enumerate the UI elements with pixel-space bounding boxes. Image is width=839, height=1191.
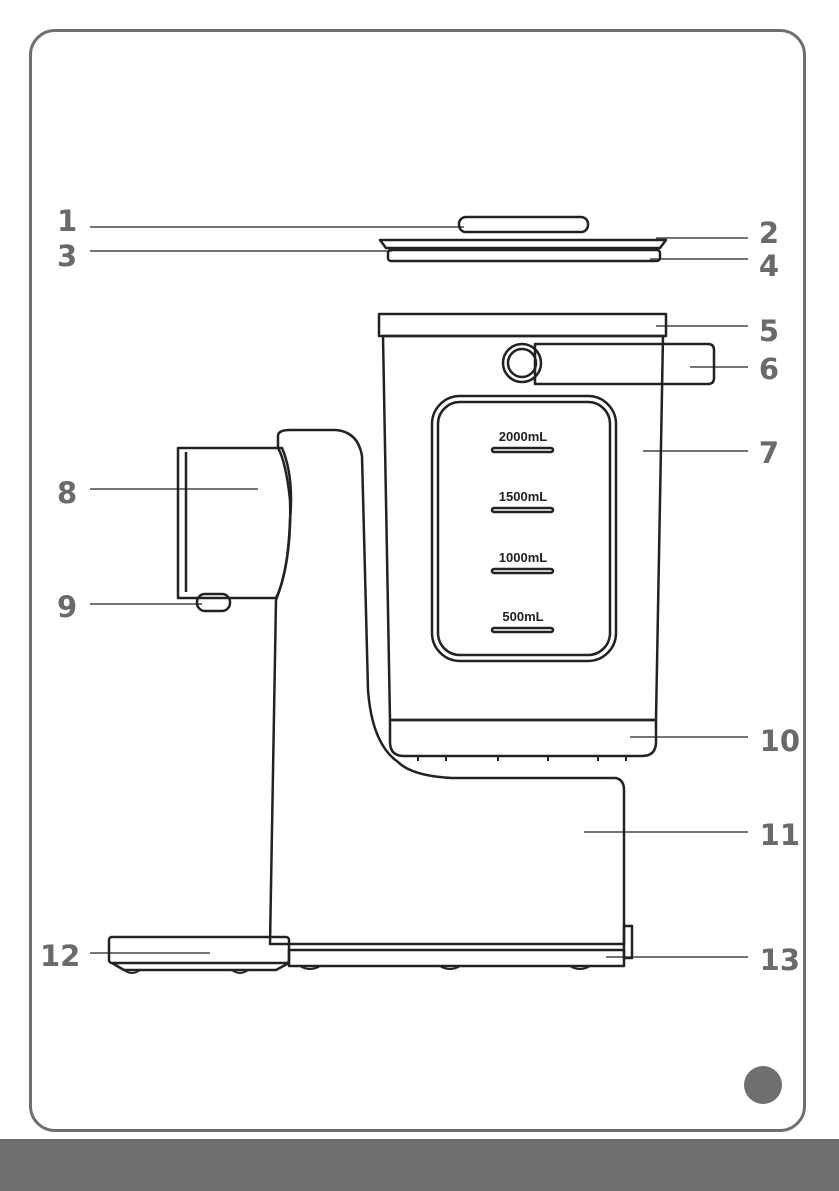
measurement-tick-2000mL	[492, 448, 553, 452]
drip-tray	[109, 937, 289, 963]
measurement-tick-1000mL	[492, 569, 553, 573]
callout-number-6: 6	[759, 352, 779, 386]
measurement-label-2000mL: 2000mL	[499, 429, 547, 444]
callout-number-11: 11	[760, 818, 800, 852]
handle-button-inner	[508, 349, 536, 377]
jug-handle	[535, 344, 714, 384]
lid	[380, 240, 666, 248]
measurement-label-500mL: 500mL	[502, 609, 543, 624]
measurement-tick-1500mL	[492, 508, 553, 512]
lid-seal	[388, 250, 660, 261]
brew-head	[178, 448, 291, 598]
callout-number-1: 1	[57, 204, 77, 238]
nozzle	[197, 594, 230, 611]
callout-number-2: 2	[759, 216, 779, 250]
jug-body	[383, 336, 663, 720]
callout-number-5: 5	[759, 314, 779, 348]
callout-number-4: 4	[759, 249, 779, 283]
jug-base	[390, 720, 656, 756]
jug-rim	[379, 314, 666, 336]
callout-number-13: 13	[760, 943, 800, 977]
callout-number-7: 7	[759, 436, 779, 470]
callout-number-9: 9	[57, 590, 77, 624]
callout-number-3: 3	[57, 239, 77, 273]
measurement-label-1500mL: 1500mL	[499, 489, 547, 504]
callout-number-10: 10	[760, 724, 800, 758]
callout-number-8: 8	[57, 476, 77, 510]
main-housing	[270, 430, 624, 944]
lid-knob	[459, 217, 588, 232]
measurement-tick-500mL	[492, 628, 553, 632]
rear-tab	[624, 926, 632, 958]
measurement-label-1000mL: 1000mL	[499, 550, 547, 565]
base-plate	[289, 950, 624, 966]
callout-number-12: 12	[40, 939, 80, 973]
